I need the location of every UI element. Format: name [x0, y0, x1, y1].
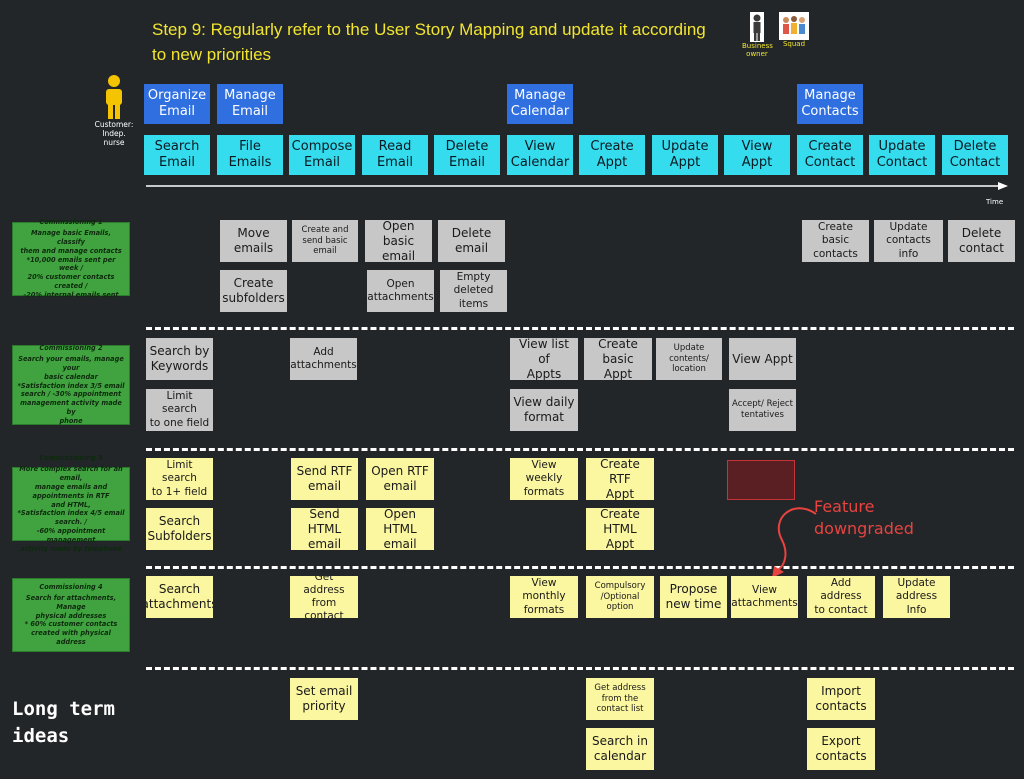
task-card[interactable]: Compose Email [289, 135, 355, 175]
story-card[interactable]: Create RTF Appt [586, 458, 654, 500]
task-card[interactable]: View Appt [724, 135, 790, 175]
release-label: Commissioning 1 Manage basic Emails, cla… [12, 218, 130, 299]
release-separator [146, 667, 1014, 670]
story-card[interactable]: Create basic Appt [584, 338, 652, 380]
story-card[interactable]: Search attachments [146, 576, 213, 618]
persona-label: Customer: Indep. nurse [94, 120, 134, 147]
story-card[interactable]: View weekly formats [510, 458, 578, 500]
release-desc: Manage basic Emails, classify them and m… [20, 228, 122, 300]
story-card[interactable]: Empty deleted items [440, 270, 507, 312]
story-card[interactable]: Create subfolders [220, 270, 287, 312]
task-card[interactable]: Delete Contact [942, 135, 1008, 175]
story-card[interactable]: Create and send basic email [292, 220, 358, 262]
page-title: Step 9: Regularly refer to the User Stor… [152, 20, 706, 64]
story-card[interactable]: Send RTF email [291, 458, 358, 500]
squad-label: Squad [782, 40, 806, 48]
story-card[interactable]: Limit search to one field [146, 389, 213, 431]
release-desc: More complex search for an email, manage… [17, 465, 125, 554]
downgrade-arrow [772, 507, 817, 578]
story-card[interactable]: Add attachments [290, 338, 357, 380]
story-card[interactable]: Update contents/ location [656, 338, 722, 380]
person-icon [106, 75, 122, 119]
story-card[interactable]: Add address to contact [807, 576, 875, 618]
story-card[interactable]: Limit search to 1+ field [146, 458, 213, 500]
story-card[interactable]: Search by Keywords [146, 338, 213, 380]
story-card[interactable]: Create HTML Appt [586, 508, 654, 550]
release-title: Commissioning 1 [39, 218, 103, 226]
story-card[interactable]: Open HTML email [366, 508, 434, 550]
story-card[interactable]: View monthly formats [510, 576, 578, 618]
story-card[interactable]: Get address from the contact list [586, 678, 654, 720]
activity-card[interactable]: Manage Email [217, 84, 283, 124]
story-card[interactable]: Search Subfolders [146, 508, 213, 550]
release-separator [146, 448, 1014, 451]
story-card[interactable]: Create basic contacts [802, 220, 869, 262]
story-card[interactable]: Open basic email [365, 220, 432, 262]
release-desc: Search for attachments, Manage physical … [24, 593, 118, 647]
story-card[interactable]: View attachments [731, 576, 798, 618]
story-card[interactable]: Open RTF email [366, 458, 434, 500]
task-card[interactable]: Delete Email [434, 135, 500, 175]
story-card[interactable]: Delete contact [948, 220, 1015, 262]
story-card[interactable]: Set email priority [290, 678, 358, 720]
story-card[interactable]: Export contacts [807, 728, 875, 770]
persona: Customer: Indep. nurse [92, 74, 136, 154]
story-card[interactable]: Open attachments [367, 270, 434, 312]
story-card[interactable]: Update contacts info [874, 220, 943, 262]
task-card[interactable]: Update Contact [869, 135, 935, 175]
story-card[interactable]: View daily format [510, 389, 578, 431]
task-card[interactable]: View Calendar [507, 135, 573, 175]
release-label: Commissioning 4 Search for attachments, … [12, 578, 130, 652]
activity-card[interactable]: Manage Contacts [797, 84, 863, 124]
release-separator [146, 327, 1014, 330]
business-owner-icon [750, 12, 764, 42]
story-card[interactable]: Delete email [438, 220, 505, 262]
activity-card[interactable]: Organize Email [144, 84, 210, 124]
release-label: Commissioning 2 Search your emails, mana… [12, 344, 130, 426]
business-owner-label: Business owner [742, 42, 773, 59]
activity-card[interactable]: Manage Calendar [507, 84, 573, 124]
task-card[interactable]: Search Email [144, 135, 210, 175]
story-card[interactable]: View Appt [729, 338, 796, 380]
release-desc: Search your emails, manage your basic ca… [17, 354, 125, 426]
release-label: Commissioning 3 More complex search for … [12, 454, 130, 553]
story-card[interactable]: Update address Info [883, 576, 950, 618]
task-card[interactable]: Update Appt [652, 135, 718, 175]
long-term-ideas-label: Long term ideas [12, 698, 115, 747]
story-card[interactable]: Move emails [220, 220, 287, 262]
business-owner-legend: Business owner [742, 12, 773, 62]
story-card[interactable]: View list of Appts [510, 338, 578, 380]
release-separator [146, 566, 1014, 569]
task-card[interactable]: Create Contact [797, 135, 863, 175]
task-card[interactable]: Create Appt [579, 135, 645, 175]
story-card[interactable]: Compulsory /Optional option [586, 576, 654, 618]
task-card[interactable]: File Emails [217, 135, 283, 175]
story-card[interactable]: Send HTML email [291, 508, 358, 550]
release-title: Commissioning 3 [39, 454, 103, 463]
downgrade-label: Feature downgraded [814, 497, 914, 538]
release-title: Commissioning 2 [39, 344, 103, 352]
squad-legend: Squad [778, 12, 810, 62]
release-title: Commissioning 4 [39, 582, 103, 591]
story-card[interactable]: Get address from contact [290, 576, 358, 618]
downgraded-feature-placeholder [727, 460, 795, 500]
task-card[interactable]: Read Email [362, 135, 428, 175]
squad-icon [779, 12, 809, 40]
timeline-label: Time [986, 198, 1004, 206]
story-card[interactable]: Import contacts [807, 678, 875, 720]
story-card[interactable]: Propose new time [660, 576, 727, 618]
timeline-arrow [146, 182, 1008, 190]
story-card[interactable]: Accept/ Reject tentatives [729, 389, 796, 431]
story-card[interactable]: Search in calendar [586, 728, 654, 770]
